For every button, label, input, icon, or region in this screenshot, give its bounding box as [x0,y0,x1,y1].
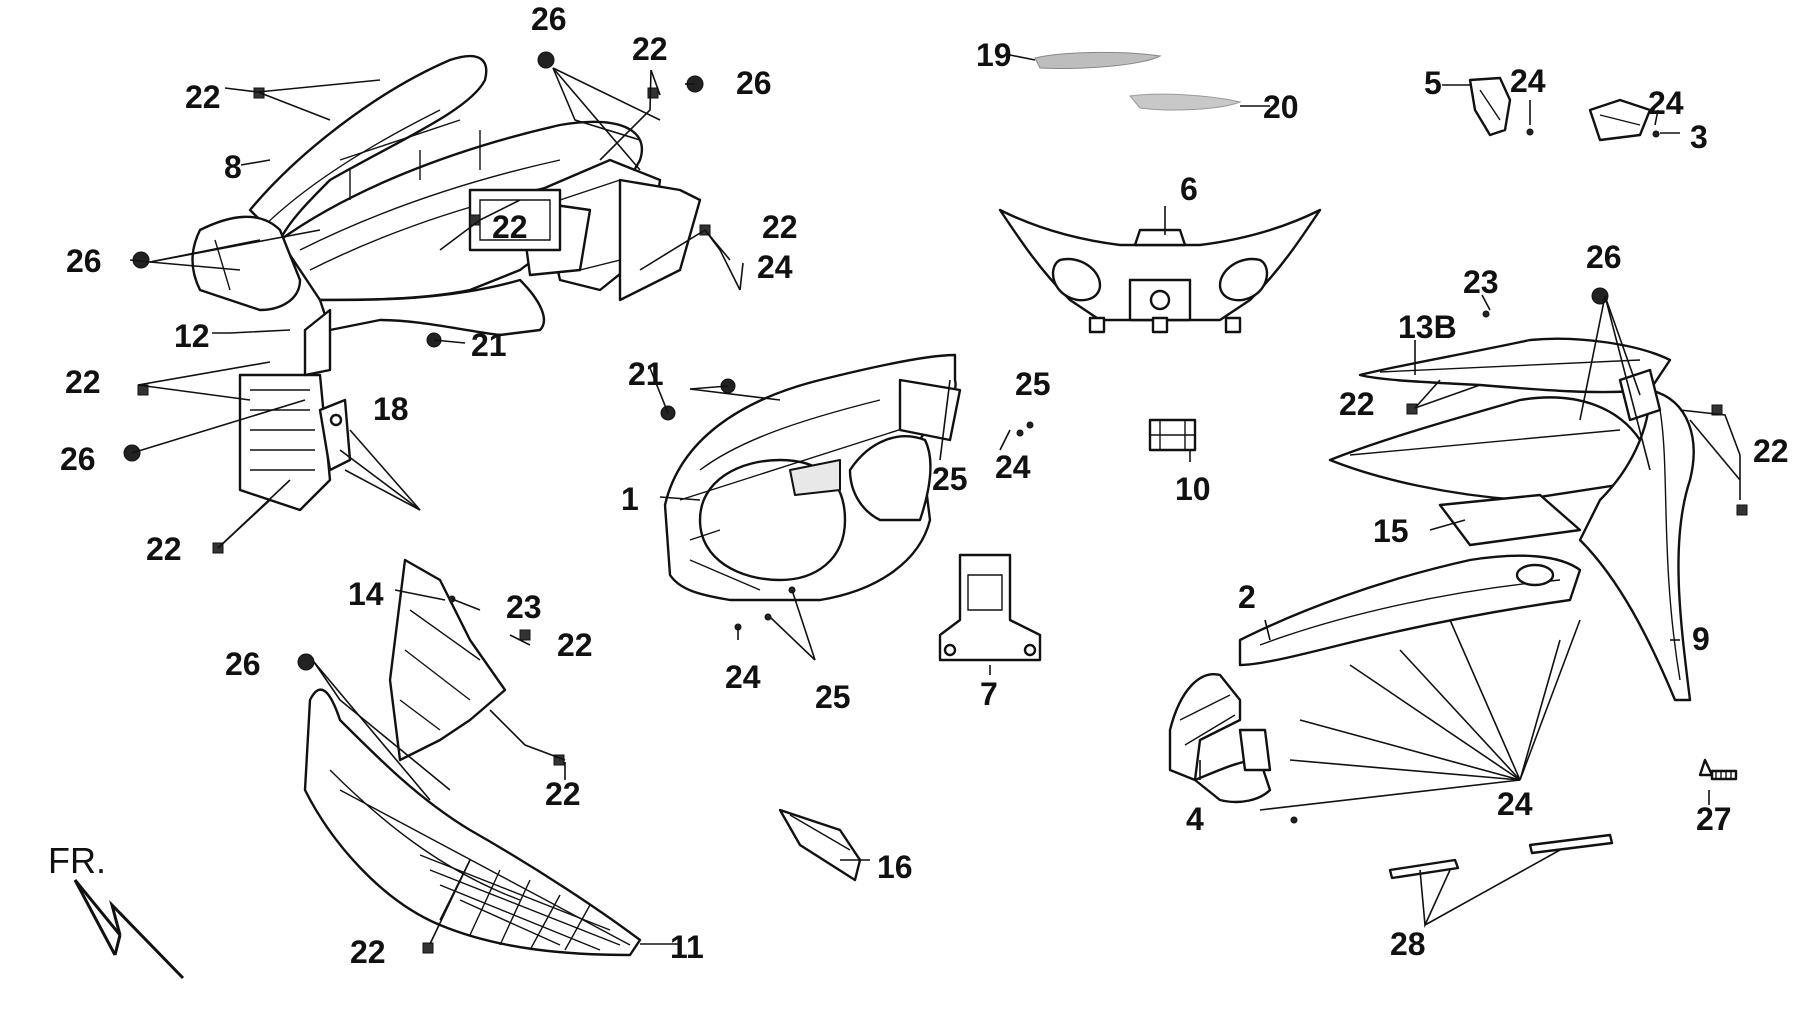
part-11-lower-grille [303,688,642,957]
callout-28: 28 [1390,926,1426,962]
part-1-meter-housing [663,353,962,602]
part-7-bracket [938,553,1042,662]
part-2-rear-trim [1238,554,1582,667]
callout-24-top-right-a: 24 [1510,63,1546,99]
callout-26-left: 26 [66,243,102,279]
callout-25-top: 25 [1015,366,1051,402]
front-direction-label: FR. [48,840,106,881]
callout-21-left: 21 [471,327,507,363]
part-4-tail-light [1168,673,1272,804]
callout-13b: 13B [1398,309,1457,345]
callout-1: 1 [621,481,639,517]
part-10-clip [1148,418,1197,452]
callout-26-lower-left: 26 [60,441,96,477]
callout-22-right-upper: 22 [1339,386,1375,422]
part-16-reflector [778,808,862,882]
callout-12: 12 [174,318,210,354]
callout-20: 20 [1263,89,1299,125]
callout-27: 27 [1696,801,1732,837]
part-20-emblem [1129,93,1242,111]
fasteners [123,51,1748,954]
callout-7: 7 [980,676,998,712]
callout-4: 4 [1186,801,1204,837]
callout-19: 19 [976,37,1012,73]
callout-26-top-right: 26 [736,65,772,101]
callout-22-lower-center: 22 [545,776,581,812]
part-8-front-upper-cowl [191,54,702,337]
callout-25-mid: 25 [932,461,968,497]
callout-26-right: 26 [1586,239,1622,275]
part-18-front-bracket [238,308,352,512]
part-3-cover [1588,98,1652,142]
callout-24-top-right-b: 24 [1648,85,1684,121]
callout-22-right: 22 [762,209,798,245]
part-15-side-panel [1328,396,1652,547]
callout-22-center: 22 [557,627,593,663]
callout-2: 2 [1238,579,1256,615]
callout-3: 3 [1690,119,1708,155]
callout-labels: 26 22 26 22 8 22 22 24 26 12 21 22 18 26… [48,1,1789,970]
callout-24-bottom: 24 [725,659,761,695]
callout-10: 10 [1175,471,1211,507]
callout-14: 14 [348,576,384,612]
part-27-screw [1698,758,1738,781]
callout-24-mid: 24 [995,449,1031,485]
callout-22-bottom: 22 [350,934,386,970]
part-14-inner-panel [388,558,507,762]
callout-24-right-bottom: 24 [1497,786,1533,822]
callout-5: 5 [1424,65,1442,101]
callout-18: 18 [373,391,409,427]
callout-22-top-left: 22 [185,79,221,115]
callout-26-bottom: 26 [225,646,261,682]
callout-11: 11 [670,929,704,965]
part-19-emblem [1034,51,1162,69]
callout-23-left: 23 [506,589,542,625]
leader-lines [129,54,1741,945]
callout-16: 16 [877,849,913,885]
part-6-meter-panel [998,208,1322,334]
callout-21-center: 21 [628,356,664,392]
callout-24-left: 24 [757,249,793,285]
callout-15: 15 [1373,513,1409,549]
callout-8: 8 [224,149,242,185]
callout-9: 9 [1692,621,1710,657]
callout-23-right: 23 [1463,264,1499,300]
part-13b-side-cover [1358,337,1672,394]
callout-25-bottom: 25 [815,679,851,715]
callout-22-far-right: 22 [1753,433,1789,469]
part-5-cover [1468,76,1512,137]
front-direction-arrow [73,879,185,980]
callout-22-mid: 22 [492,209,528,245]
part-28-strips [1388,833,1614,880]
callout-22-lower-left: 22 [65,364,101,400]
callout-22-top-center: 22 [632,31,668,67]
callout-26-top: 26 [531,1,567,37]
callout-6: 6 [1180,171,1198,207]
callout-22-bottom-left: 22 [146,531,182,567]
